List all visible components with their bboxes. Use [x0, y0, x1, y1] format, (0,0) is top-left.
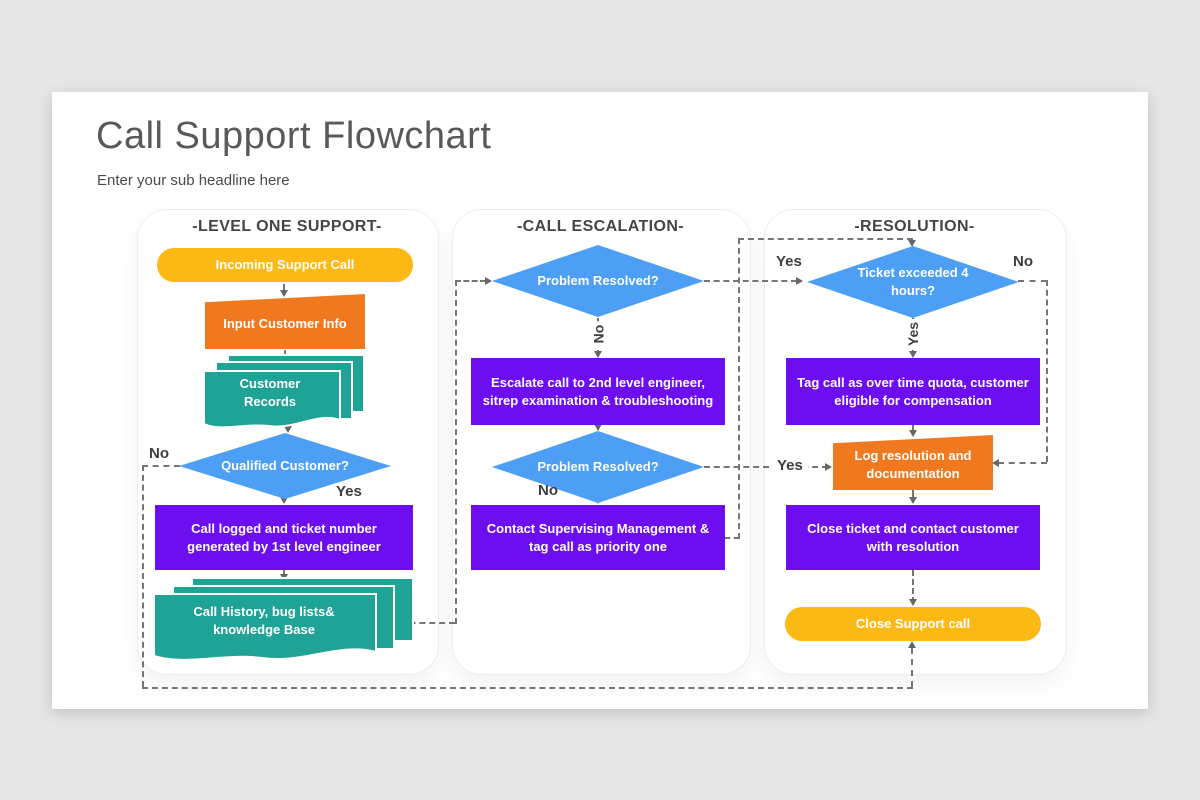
decision-problem-resolved-2-label: Problem Resolved?: [537, 459, 659, 475]
edge-label-qualified-no: No: [149, 445, 169, 462]
connector-history-to-resolved1-arrowhead: [485, 277, 492, 285]
process-close-ticket: Close ticket and contact customer with r…: [786, 505, 1040, 570]
document-stack-call-history: [153, 577, 414, 661]
page-subtitle: Enter your sub headline here: [97, 172, 290, 189]
decision-qualified-customer-label: Qualified Customer?: [221, 458, 349, 474]
edge-qualified-no-h1: [142, 465, 180, 467]
edge-label-resolved2-no: No: [538, 482, 558, 499]
edge-ticket-no-h1: [1018, 280, 1047, 282]
edge-label-ticket-no: No: [1013, 253, 1033, 270]
panel-header-resolution: -RESOLUTION-: [854, 218, 975, 235]
connector-tag-to-log: [912, 425, 914, 433]
connector-contact-to-ticket-v1: [738, 238, 740, 539]
edge-label-qualified-yes: Yes: [336, 483, 362, 500]
terminator-close-support-call: Close Support call: [785, 607, 1041, 641]
edge-resolved2-yes-line: [704, 466, 828, 468]
manual-input-customer-info-label: Input Customer Info: [223, 316, 347, 332]
connector-close-ticket-to-close-call-arrowhead: [909, 599, 917, 606]
decision-ticket-exceeded-label: Ticket exceeded 4 hours?: [857, 265, 969, 298]
edge-qualified-no-v1: [142, 465, 144, 687]
process-escalate-call: Escalate call to 2nd level engineer, sit…: [471, 358, 725, 425]
connector-log-to-close-ticket-arrowhead: [909, 497, 917, 504]
edge-ticket-yes-arrowhead: [909, 351, 917, 358]
edge-qualified-no-h2: [142, 687, 913, 689]
edge-label-resolved1-no: No: [589, 321, 608, 347]
connector-log-to-close-ticket: [912, 490, 914, 502]
process-escalate-call-label: Escalate call to 2nd level engineer, sit…: [482, 374, 714, 408]
process-tag-call: Tag call as over time quota, customer el…: [786, 358, 1040, 425]
document-front: [153, 593, 377, 661]
document-stack-customer-records: [203, 354, 365, 429]
manual-input-customer-info: Input Customer Info: [205, 294, 365, 349]
edge-resolved1-no-arrowhead: [594, 351, 602, 358]
panel-header-level-one-support: -LEVEL ONE SUPPORT-: [192, 218, 382, 235]
process-contact-management-label: Contact Supervising Management & tag cal…: [486, 520, 710, 554]
connector-incoming-to-input-arrowhead: [280, 290, 288, 297]
edge-ticket-no-h2: [998, 462, 1047, 464]
page-title: Call Support Flowchart: [96, 115, 492, 157]
edge-ticket-no-arrowhead: [992, 459, 999, 467]
process-call-logged-label: Call logged and ticket number generated …: [187, 520, 381, 554]
terminator-close-support-call-label: Close Support call: [855, 616, 971, 632]
connector-escalate-to-resolved2-arrowhead: [594, 424, 602, 431]
edge-resolved1-yes-arrowhead: [796, 277, 803, 285]
panel-header-call-escalation: -CALL ESCALATION-: [516, 218, 685, 235]
terminator-incoming-support-call: Incoming Support Call: [157, 248, 413, 282]
connector-input-to-records: [284, 350, 286, 356]
document-front: [203, 370, 341, 429]
connector-contact-to-ticket-arrowhead: [908, 240, 916, 247]
edge-qualified-no-v2: [911, 648, 913, 687]
connector-history-to-resolved1-v: [455, 280, 457, 624]
process-call-logged: Call logged and ticket number generated …: [155, 505, 413, 570]
connector-contact-to-ticket-h1: [725, 537, 739, 539]
connector-close-ticket-to-close-call: [912, 570, 914, 603]
connector-contact-to-ticket-h2: [738, 238, 913, 240]
connector-tag-to-log-arrowhead: [909, 430, 917, 437]
manual-input-log-resolution: Log resolution and documentation: [833, 435, 993, 490]
manual-input-log-resolution-label: Log resolution and documentation: [854, 448, 972, 481]
edge-label-resolved2-yes: Yes: [772, 457, 808, 474]
process-contact-management: Contact Supervising Management & tag cal…: [471, 505, 725, 570]
edge-resolved1-yes-line: [704, 280, 797, 282]
process-tag-call-label: Tag call as over time quota, customer el…: [797, 374, 1029, 408]
decision-problem-resolved-1-label: Problem Resolved?: [537, 273, 659, 289]
connector-logged-to-history: [283, 570, 285, 576]
edge-ticket-no-v1: [1046, 280, 1048, 462]
edge-label-resolved1-yes: Yes: [776, 253, 802, 270]
connector-history-to-resolved1-h1: [380, 622, 455, 624]
connector-qualified-to-logged-arrowhead: [280, 497, 288, 504]
edge-qualified-no-arrowhead: [908, 641, 916, 648]
edge-resolved2-yes-arrowhead: [825, 463, 832, 471]
edge-label-ticket-yes: Yes: [904, 318, 923, 350]
terminator-incoming-support-call-label: Incoming Support Call: [215, 257, 355, 273]
process-close-ticket-label: Close ticket and contact customer with r…: [807, 520, 1019, 554]
document-customer-records-label: Customer Records: [239, 375, 301, 409]
connector-incoming-to-input: [283, 284, 285, 292]
document-call-history-label: Call History, bug lists& knowledge Base: [193, 603, 335, 637]
connector-history-to-resolved1-h2: [455, 280, 486, 282]
connector-records-to-qualified-arrowhead: [284, 426, 292, 433]
